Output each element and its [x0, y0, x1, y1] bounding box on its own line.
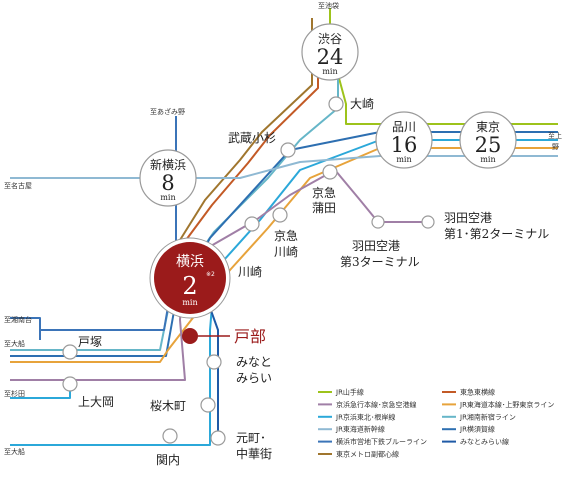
legend-label: JR湘南新宿ライン [459, 412, 516, 421]
hub-tokyo-unit: min [480, 155, 495, 164]
hub-yokohama[interactable]: 横浜 ※2 2 min [149, 237, 231, 319]
label-minatomirai-2: みらい [236, 371, 272, 385]
station-keikyu-kamata-dot[interactable] [322, 164, 338, 180]
label-haneda-12-1: 羽田空港 [444, 211, 492, 225]
dir-sugita: 至杉田 [4, 389, 25, 398]
label-keikyu-kawasaki-2: 川崎 [274, 245, 298, 259]
label-sakuragicho: 桜木町 [150, 399, 186, 413]
legend-label: JR横須賀線 [459, 425, 495, 434]
station-kawasaki-dot[interactable] [244, 216, 260, 232]
dir-ikebukuro: 至池袋 [318, 1, 339, 10]
station-totsuka-dot[interactable] [62, 344, 78, 360]
hub-yokohama-unit: min [182, 298, 197, 307]
line-tokaido [10, 147, 558, 363]
station-kannai-dot[interactable] [162, 428, 178, 444]
hub-shibuya-time: 24 [317, 45, 344, 69]
station-musashikosugi-dot[interactable] [280, 142, 296, 158]
hub-shin-yokohama-time: 8 [161, 171, 174, 195]
legend-label: みなとみらい線 [460, 437, 509, 446]
station-haneda-12-dot[interactable] [421, 215, 435, 229]
hub-shinagawa-unit: min [396, 155, 411, 164]
station-haneda-3-dot[interactable] [371, 215, 385, 229]
line-toyoko [185, 72, 319, 241]
hub-shibuya[interactable]: 渋谷 24 min [301, 23, 359, 81]
home-marker[interactable]: 戸部 [182, 327, 266, 346]
line-fukutoshin [179, 18, 313, 241]
label-osaki: 大崎 [350, 97, 374, 111]
line-shonan-shinjuku [10, 72, 339, 351]
line-blue-line [39, 116, 177, 340]
hub-shinagawa[interactable]: 品川 16 min [375, 111, 433, 169]
dir-shonandai: 至湘南台 [4, 315, 32, 324]
hub-shin-yokohama[interactable]: 新横浜 8 min [139, 149, 197, 207]
label-keikyu-kawasaki-1: 京急 [274, 228, 298, 243]
hub-yokohama-note: ※2 [206, 271, 215, 278]
hub-shin-yokohama-unit: min [160, 193, 175, 202]
dir-ueno-2: 野 [552, 143, 559, 151]
station-osaki-dot[interactable] [328, 96, 344, 112]
station-keikyu-kawasaki-dot[interactable] [272, 207, 288, 223]
legend-label: 京浜急行本線･京急空港線 [336, 400, 417, 409]
hub-yokohama-name: 横浜 [176, 254, 204, 270]
hub-shinagawa-time: 16 [391, 133, 418, 157]
label-haneda-3-2: 第3ターミナル [340, 255, 420, 269]
dir-ofuna-2: 至大船 [4, 447, 25, 456]
label-motomachi-2: 中華街 [236, 446, 272, 461]
legend-label: JR東海道本線･上野東京ライン [459, 400, 554, 409]
label-kawasaki: 川崎 [238, 265, 262, 279]
label-keikyu-kamata-2: 蒲田 [312, 201, 336, 215]
label-haneda-3-1: 羽田空港 [352, 239, 400, 253]
station-sakuragicho-dot[interactable] [200, 397, 216, 413]
station-minatomirai-dot[interactable] [206, 354, 222, 370]
dir-nagoya: 至名古屋 [4, 181, 32, 190]
legend-label: JR京浜東北･根岸線 [335, 412, 395, 421]
label-kannai: 関内 [156, 453, 180, 467]
line-blue-line-branch [10, 317, 41, 330]
hub-yokohama-time: 2 [182, 272, 197, 300]
hub-shin-yokohama-name: 新横浜 [150, 157, 186, 172]
dir-ofuna-1: 至大船 [4, 339, 25, 348]
label-kamiooka: 上大岡 [78, 395, 114, 409]
label-haneda-12-2: 第1･第2ターミナル [444, 227, 549, 241]
station-kamiooka-dot[interactable] [62, 376, 78, 392]
hub-shinagawa-name: 品川 [392, 120, 416, 134]
label-totsuka: 戸塚 [78, 335, 102, 349]
dir-azamino: 至あざみ野 [150, 107, 185, 116]
hub-shibuya-name: 渋谷 [318, 32, 342, 46]
legend-label: JR東海道新幹線 [335, 425, 385, 434]
station-motomachi-dot[interactable] [210, 430, 226, 446]
home-label: 戸部 [234, 327, 266, 346]
line-keihin-tohoku [10, 139, 558, 446]
legend-label: 東京メトロ副都心線 [336, 450, 399, 459]
hub-tokyo-name: 東京 [476, 120, 500, 134]
label-keikyu-kamata-1: 京急 [312, 185, 336, 200]
label-musashikosugi: 武蔵小杉 [228, 131, 276, 145]
label-minatomirai-1: みなと [236, 355, 272, 369]
dir-ueno-1: 至上 [548, 131, 562, 140]
hub-tokyo-time: 25 [475, 133, 502, 157]
legend-label: JR山手線 [335, 388, 364, 397]
legend-label: 東急東横線 [460, 388, 495, 397]
hub-tokyo[interactable]: 東京 25 min [459, 111, 517, 169]
label-motomachi-1: 元町･ [236, 431, 266, 445]
hub-shibuya-unit: min [322, 67, 337, 76]
legend-label: 横浜市営地下鉄ブルーライン [336, 437, 427, 446]
